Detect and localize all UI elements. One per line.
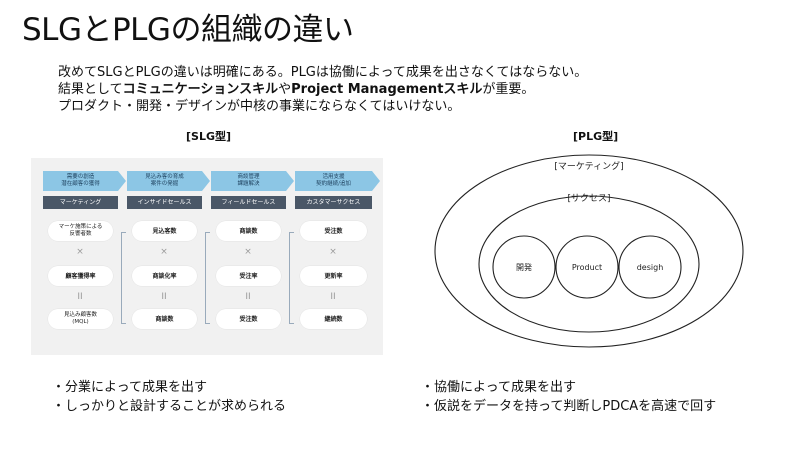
page-title: SLGとPLGの組織の違い (22, 12, 354, 48)
equals-icon: II (245, 292, 251, 302)
plg-circle-product (555, 235, 619, 299)
slg-item-renewal-rate: 更新率 (300, 266, 367, 286)
plg-circle-design (618, 235, 682, 299)
intro-text: 改めてSLGとPLGの違いは明確にある。PLGは協働によって成果を出さなくてはな… (58, 64, 587, 115)
slg-bullet-1: ・分業によって成果を出す (52, 380, 207, 395)
plg-circle-dev (492, 235, 556, 299)
intro-line-1: 改めてSLGとPLGの違いは明確にある。PLGは協働によって成果を出さなくてはな… (58, 65, 588, 80)
slg-item-prospects: 見込客数 (132, 221, 197, 241)
intro-line-2-mid: や (278, 82, 292, 97)
slg-stage-2-line2: 案件の発掘 (150, 181, 179, 187)
equals-icon: II (330, 292, 336, 302)
slg-stage-2-line1: 見込み客の育成 (145, 174, 184, 180)
slg-item-deals: 商談数 (216, 221, 281, 241)
slg-role-marketing: マーケティング (43, 196, 118, 209)
plg-diagram: [マーケティング] [サクセス] 開発 Product desigh (434, 154, 744, 348)
slg-stage-4: 活用支援 契約継続/追加 (295, 171, 380, 191)
slg-item-orders: 受注数 (216, 309, 281, 329)
intro-line-2: 結果としてコミュニケーションスキルやProject Managementスキルが… (58, 81, 587, 98)
slg-stage-3-line2: 課題解決 (237, 181, 260, 187)
plg-circle-dev-label: 開発 (516, 263, 532, 272)
plg-marketing-label: [マーケティング] (554, 160, 623, 172)
slg-role-customer-success: カスタマーサクセス (295, 196, 372, 209)
intro-line-2-suffix: が重要。 (482, 82, 535, 97)
slg-diagram: 需要の創造 潜在顧客の獲得 見込み客の育成 案件の発掘 商談管理 課題解決 活用… (31, 158, 383, 355)
plg-marketing-ring (434, 154, 744, 348)
slg-item-retained: 継続数 (300, 309, 367, 329)
slg-item-mql: 見込み顧客数 (MQL) (48, 309, 113, 329)
intro-bold-pm: Project Managementスキル (291, 82, 483, 97)
slg-stage-4-line2: 契約継続/追加 (316, 181, 351, 187)
slg-stage-1-line2: 潜在顧客の獲得 (61, 181, 100, 187)
slg-item-win-rate: 受注率 (216, 266, 281, 286)
slg-stage-3-line1: 商談管理 (237, 174, 260, 180)
equals-icon: II (77, 292, 83, 302)
plg-bullet-2: ・仮説をデータを持って判断しPDCAを高速で回す (421, 399, 717, 414)
slg-item-opportunities: 商談数 (132, 309, 197, 329)
plg-bullet-1: ・協働によって成果を出す (421, 380, 576, 395)
multiply-icon: × (76, 247, 84, 257)
multiply-icon: × (244, 247, 252, 257)
slg-stage-2: 見込み客の育成 案件の発掘 (127, 171, 210, 191)
slg-stage-1: 需要の創造 潜在顧客の獲得 (43, 171, 126, 191)
multiply-icon: × (160, 247, 168, 257)
equals-icon: II (161, 292, 167, 302)
intro-bold-communication: コミュニケーションスキル (122, 82, 279, 97)
plg-circle-design-label: desigh (637, 263, 664, 272)
slg-bracket-1 (121, 232, 126, 324)
slg-item-acquisition-rate: 顧客獲得率 (48, 266, 113, 286)
slg-item-orders-cs: 受注数 (300, 221, 367, 241)
slg-role-field-sales: フィールドセールス (211, 196, 286, 209)
slg-bracket-2 (205, 232, 210, 324)
plg-circle-product-label: Product (572, 263, 602, 272)
plg-success-ring (478, 195, 700, 333)
slg-item-marketing-response: マーケ施策による 反響者数 (48, 221, 113, 241)
slg-role-inside-sales: インサイドセールス (127, 196, 202, 209)
plg-success-label: [サクセス] (567, 193, 610, 204)
slg-bullets: ・分業によって成果を出す ・しっかりと設計することが求められる (52, 378, 286, 416)
slg-label: [SLG型] (186, 130, 232, 143)
slg-item-opportunity-rate: 商談化率 (132, 266, 197, 286)
slg-stage-4-line1: 活用支援 (322, 174, 345, 180)
plg-label: [PLG型] (573, 130, 619, 143)
slg-bracket-3 (289, 232, 294, 324)
slg-stage-1-line1: 需要の創造 (66, 174, 95, 180)
intro-line-3: プロダクト・開発・デザインが中核の事業にならなくてはいけない。 (58, 99, 461, 114)
intro-line-2-prefix: 結果として (58, 82, 123, 97)
multiply-icon: × (329, 247, 337, 257)
slg-bullet-2: ・しっかりと設計することが求められる (52, 399, 287, 414)
plg-bullets: ・協働によって成果を出す ・仮説をデータを持って判断しPDCAを高速で回す (421, 378, 716, 416)
slg-stage-3: 商談管理 課題解決 (211, 171, 294, 191)
